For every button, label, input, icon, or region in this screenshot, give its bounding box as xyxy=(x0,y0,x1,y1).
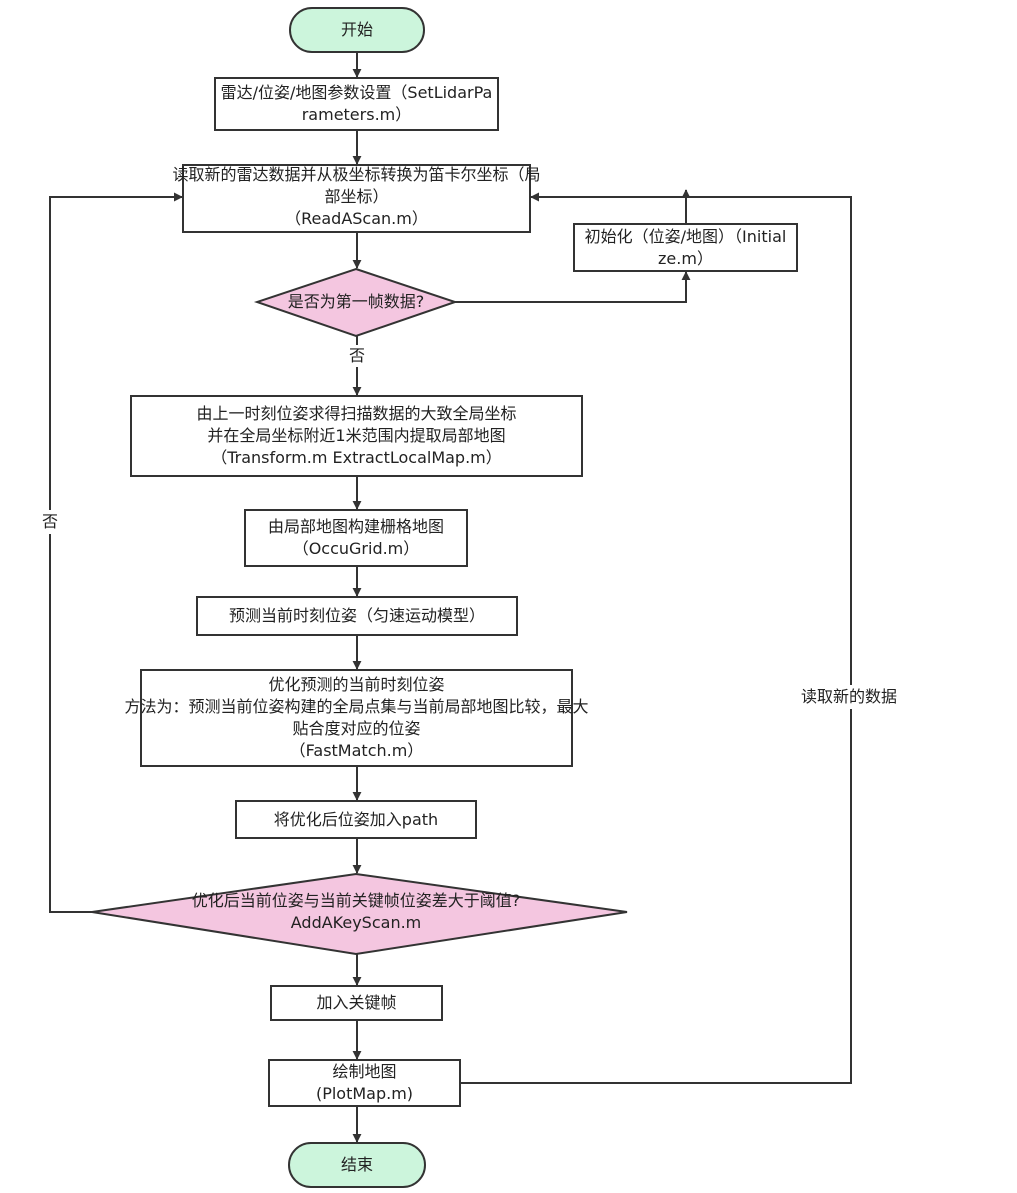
edge-decision-no-loop xyxy=(49,192,183,913)
extract-local-map-label: 由上一时刻位姿求得扫描数据的大致全局坐标 并在全局坐标附近1米范围内提取局部地图… xyxy=(196,404,517,467)
add-path-label: 将优化后位姿加入path xyxy=(273,809,439,829)
start-label: 开始 xyxy=(340,20,373,39)
read-scan-label: 读取新的雷达数据并从极坐标转换为笛卡尔坐标（局 部坐标） （ReadAScan.… xyxy=(172,165,541,228)
first-frame-decision-label: 是否为第一帧数据? xyxy=(287,292,425,311)
end-terminal xyxy=(288,1142,426,1188)
edge-plot-to-read-loop xyxy=(460,192,852,1084)
initialize-box xyxy=(573,223,798,272)
read-new-data-label: 读取新的数据 xyxy=(797,685,902,709)
key-frame-decision-label: 优化后当前位姿与当前关键帧位姿差大于阈值? AddAKeyScan.m xyxy=(191,891,521,932)
occu-grid-label: 由局部地图构建栅格地图 （OccuGrid.m） xyxy=(267,517,444,558)
read-scan-box xyxy=(182,164,531,233)
end-label: 结束 xyxy=(340,1155,373,1174)
edge-decision-yes-to-init xyxy=(455,271,691,303)
key-decision-no-label: 否 xyxy=(42,510,59,534)
first-frame-no-label: 否 xyxy=(349,346,366,365)
set-params-box xyxy=(214,77,499,131)
predict-pose-label: 预测当前时刻位姿（匀速运动模型） xyxy=(228,606,485,625)
add-keyframe-label: 加入关键帧 xyxy=(316,993,397,1012)
initialize-label: 初始化（位姿/地图）（Initial ze.m） xyxy=(584,227,787,268)
add-path-box xyxy=(235,800,477,839)
set-params-label: 雷达/位姿/地图参数设置（SetLidarPa rameters.m） xyxy=(220,83,493,124)
predict-pose-box xyxy=(196,596,518,636)
occu-grid-box xyxy=(244,509,468,567)
fast-match-label: 优化预测的当前时刻位姿 方法为：预测当前位姿构建的全局点集与当前局部地图比较，最… xyxy=(124,675,589,760)
plot-map-label: 绘制地图 (PlotMap.m) xyxy=(315,1062,414,1103)
fast-match-box xyxy=(140,669,573,767)
